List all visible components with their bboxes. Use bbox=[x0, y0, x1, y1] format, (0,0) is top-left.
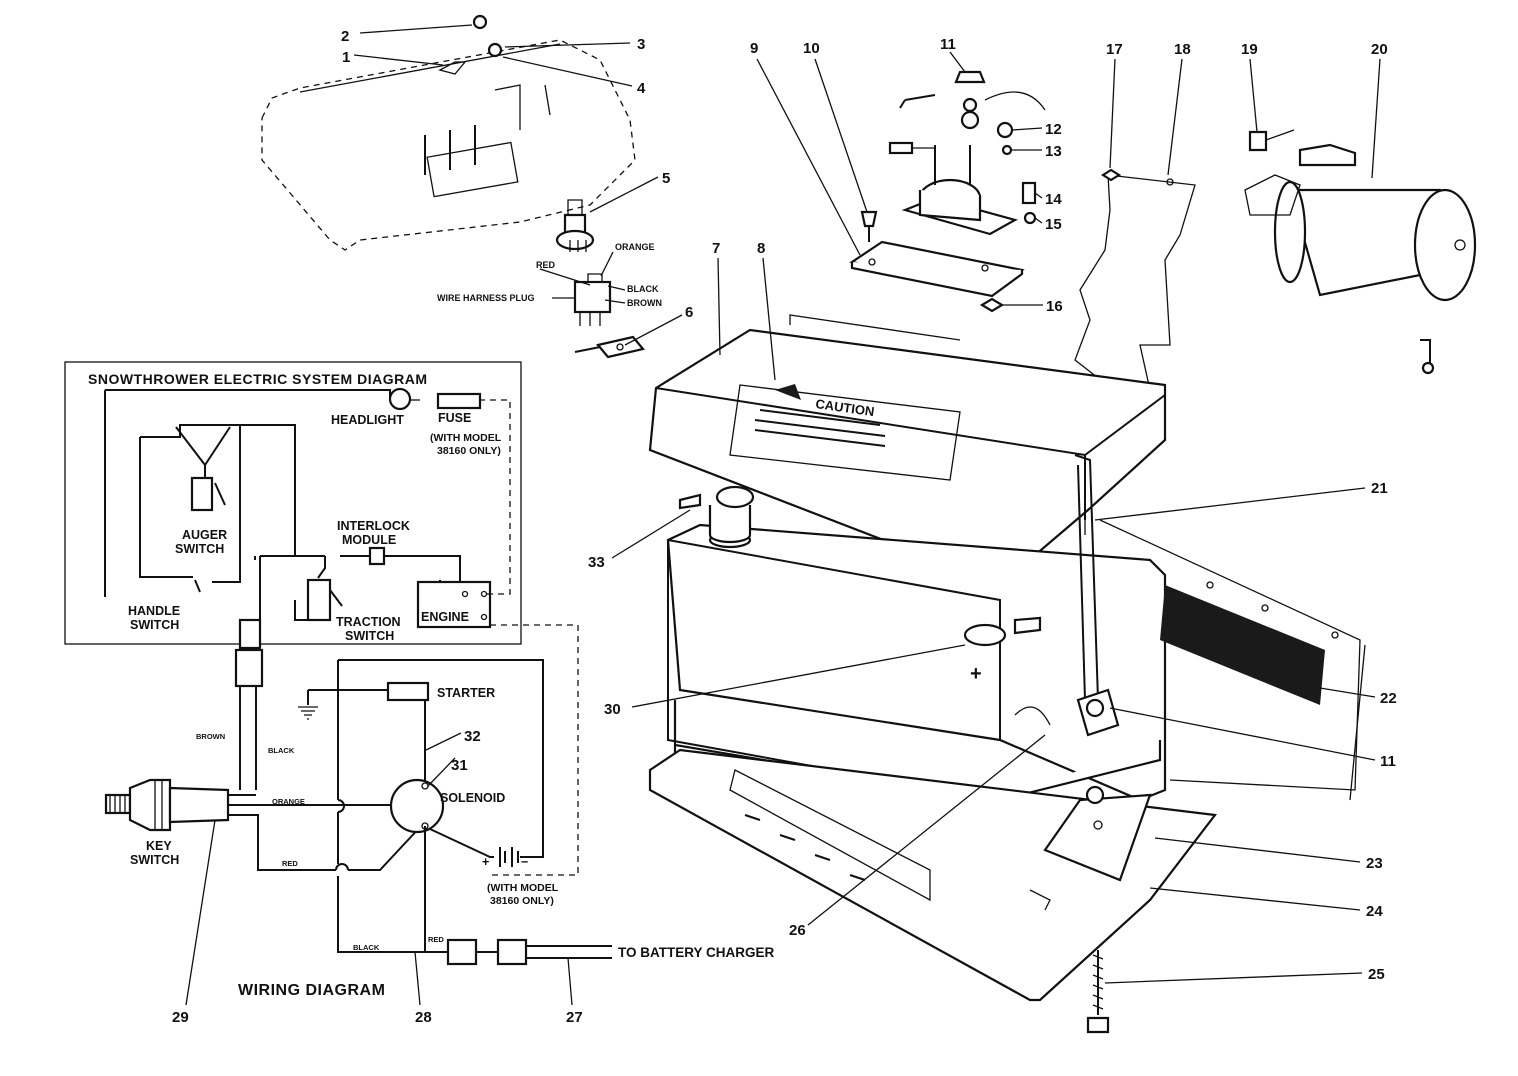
callout-24: 24 bbox=[1366, 903, 1383, 920]
wire-label-red: RED bbox=[282, 859, 298, 868]
control-panel bbox=[261, 14, 636, 252]
plug-label-brown: BROWN bbox=[627, 298, 662, 308]
callout-7: 7 bbox=[712, 240, 720, 257]
battery-minus-sign: − bbox=[521, 855, 528, 869]
label-fuse-note-1: (WITH MODEL bbox=[430, 432, 502, 444]
label-key-2: SWITCH bbox=[130, 853, 179, 867]
callout-11-top: 11 bbox=[940, 36, 956, 53]
label-solenoid: SOLENOID bbox=[440, 791, 505, 805]
wire-label-black: BLACK bbox=[268, 746, 295, 755]
callout-4: 4 bbox=[637, 80, 646, 97]
label-fuse: FUSE bbox=[438, 411, 471, 425]
label-handle-1: HANDLE bbox=[128, 604, 180, 618]
callout-2: 2 bbox=[341, 28, 349, 45]
battery-tray bbox=[648, 748, 1218, 1002]
callout-23: 23 bbox=[1366, 855, 1383, 872]
plug-label-harness: WIRE HARNESS PLUG bbox=[437, 293, 535, 303]
callout-32: 32 bbox=[464, 728, 481, 745]
side-plate bbox=[1099, 519, 1366, 801]
battery-plus-sign: + bbox=[482, 855, 489, 869]
callout-9: 9 bbox=[750, 40, 758, 57]
callout-16: 16 bbox=[1046, 298, 1063, 315]
callout-19: 19 bbox=[1241, 41, 1258, 58]
callout-3: 3 bbox=[637, 36, 645, 53]
wire-label-red-2: RED bbox=[428, 935, 444, 944]
plug-labels: ORANGE RED BLACK BROWN WIRE HARNESS PLUG bbox=[437, 242, 662, 308]
leader-lines bbox=[353, 24, 1381, 984]
callout-15: 15 bbox=[1045, 216, 1062, 233]
label-auger-2: SWITCH bbox=[175, 542, 224, 556]
system-diagram-frame bbox=[64, 361, 522, 645]
callout-14: 14 bbox=[1045, 191, 1062, 208]
battery-cover: CAUTION bbox=[648, 314, 1167, 587]
callout-20: 20 bbox=[1371, 41, 1388, 58]
callout-10: 10 bbox=[803, 40, 820, 57]
label-auger-1: AUGER bbox=[182, 528, 227, 542]
callout-11-bottom: 11 bbox=[1380, 753, 1396, 770]
wire-label-orange: ORANGE bbox=[272, 797, 305, 806]
bracket-part-6 bbox=[574, 335, 645, 359]
wire-harness-plug bbox=[573, 273, 612, 326]
callout-27: 27 bbox=[566, 1009, 583, 1026]
wire-label-brown: BROWN bbox=[196, 732, 225, 741]
callout-33: 33 bbox=[588, 554, 605, 571]
wiring-diagram: STARTER SOLENOID KEY SWITCH BROWN BLACK … bbox=[104, 618, 775, 1006]
callout-5: 5 bbox=[662, 170, 670, 187]
callout-31: 31 bbox=[451, 757, 468, 774]
callout-29: 29 bbox=[172, 1009, 189, 1026]
starter-motor bbox=[1244, 129, 1477, 375]
callout-21: 21 bbox=[1371, 480, 1388, 497]
callout-25: 25 bbox=[1368, 966, 1385, 983]
label-traction-1: TRACTION bbox=[336, 615, 401, 629]
callout-8: 8 bbox=[757, 240, 765, 257]
callout-30: 30 bbox=[604, 701, 621, 718]
callout-17: 17 bbox=[1106, 41, 1123, 58]
callout-1: 1 bbox=[342, 49, 350, 66]
plug-label-orange: ORANGE bbox=[615, 242, 655, 252]
callout-6: 6 bbox=[685, 304, 693, 321]
battery-plus: + bbox=[970, 663, 982, 685]
plug-label-red: RED bbox=[536, 260, 556, 270]
solenoid-assembly bbox=[849, 70, 1046, 313]
callout-22: 22 bbox=[1380, 690, 1397, 707]
callout-28: 28 bbox=[415, 1009, 432, 1026]
label-handle-2: SWITCH bbox=[130, 618, 179, 632]
label-interlock-1: INTERLOCK bbox=[337, 519, 410, 533]
hold-down-strap bbox=[1074, 454, 1120, 830]
callout-12: 12 bbox=[1045, 121, 1062, 138]
label-engine: ENGINE bbox=[421, 610, 469, 624]
wiring-diagram-title: WIRING DIAGRAM bbox=[238, 982, 385, 999]
label-model-note-1: (WITH MODEL bbox=[487, 882, 559, 894]
label-key-1: KEY bbox=[146, 839, 172, 853]
label-model-note-2: 38160 ONLY) bbox=[490, 895, 554, 907]
electric-system-diagram: SNOWTHROWER ELECTRIC SYSTEM DIAGRAM bbox=[64, 361, 522, 645]
label-fuse-note-2: 38160 ONLY) bbox=[437, 445, 501, 457]
label-starter: STARTER bbox=[437, 686, 495, 700]
callout-numbers: 1 2 3 4 5 6 7 8 9 10 11 12 13 14 15 16 1… bbox=[172, 28, 1397, 1026]
label-traction-2: SWITCH bbox=[345, 629, 394, 643]
key-switch bbox=[104, 778, 230, 832]
system-diagram-title: SNOWTHROWER ELECTRIC SYSTEM DIAGRAM bbox=[88, 371, 428, 387]
callout-18: 18 bbox=[1174, 41, 1191, 58]
wire-label-black-2: BLACK bbox=[353, 943, 380, 952]
label-to-battery-charger: TO BATTERY CHARGER bbox=[618, 945, 775, 960]
plug-label-black: BLACK bbox=[627, 284, 659, 294]
label-headlight: HEADLIGHT bbox=[331, 413, 404, 427]
bolt-part-25 bbox=[1086, 950, 1110, 1034]
label-interlock-2: MODULE bbox=[342, 533, 396, 547]
bracket-part-18 bbox=[1074, 168, 1196, 396]
callout-13: 13 bbox=[1045, 143, 1062, 160]
callout-26: 26 bbox=[789, 922, 806, 939]
